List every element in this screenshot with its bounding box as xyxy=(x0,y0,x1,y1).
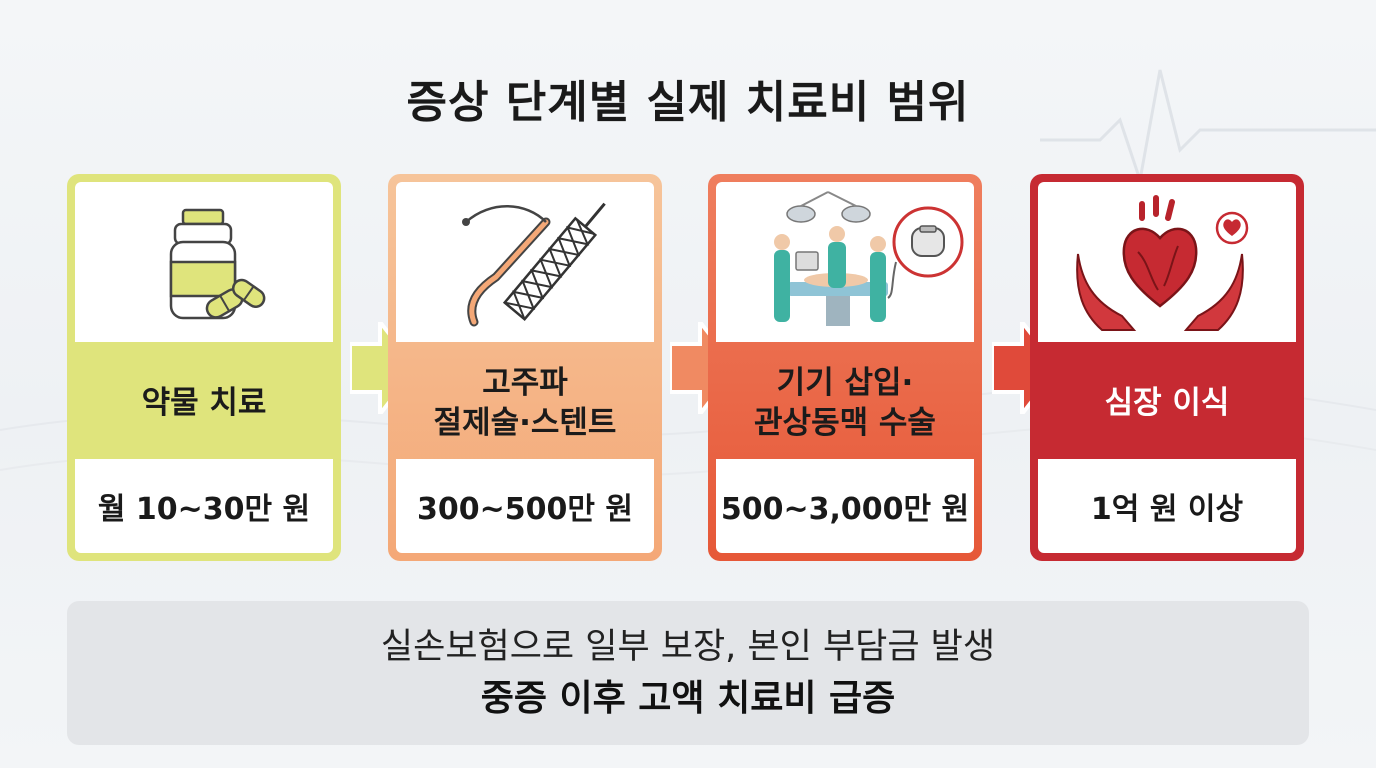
page-title: 증상 단계별 실제 치료비 범위 xyxy=(406,77,970,128)
stage-card-medication: 약물 치료 월 10~30만 원 xyxy=(67,174,341,561)
stage-label: 심장 이식 xyxy=(1104,385,1230,421)
surgery-pacemaker-icon xyxy=(716,182,974,342)
cost-value: 300~500만 원 xyxy=(396,459,654,553)
cost-value: 500~3,000만 원 xyxy=(716,459,974,553)
note-line-emphasis: 중증 이후 고액 치료비 급증 xyxy=(480,678,896,719)
cost-value: 월 10~30만 원 xyxy=(75,459,333,553)
stage-card-ablation-stent: 고주파 절제술·스텐트 300~500만 원 xyxy=(388,174,662,561)
note-line-coverage: 실손보험으로 일부 보장, 본인 부담금 발생 xyxy=(380,627,996,667)
cost-value: 1억 원 이상 xyxy=(1038,459,1296,553)
stage-label: 약물 치료 xyxy=(141,385,267,421)
heart-hands-icon xyxy=(1038,182,1296,342)
stage-label: 기기 삽입· 관상동맥 수술 xyxy=(754,365,936,441)
medicine-bottle-icon xyxy=(75,182,333,342)
catheter-stent-icon xyxy=(396,182,654,342)
stage-card-heart-transplant: 심장 이식 1억 원 이상 xyxy=(1030,174,1304,561)
stage-card-device-surgery: 기기 삽입· 관상동맥 수술 500~3,000만 원 xyxy=(708,174,982,561)
stage-label: 고주파 절제술·스텐트 xyxy=(433,365,617,441)
note-box: 실손보험으로 일부 보장, 본인 부담금 발생 중증 이후 고액 치료비 급증 xyxy=(67,601,1309,745)
